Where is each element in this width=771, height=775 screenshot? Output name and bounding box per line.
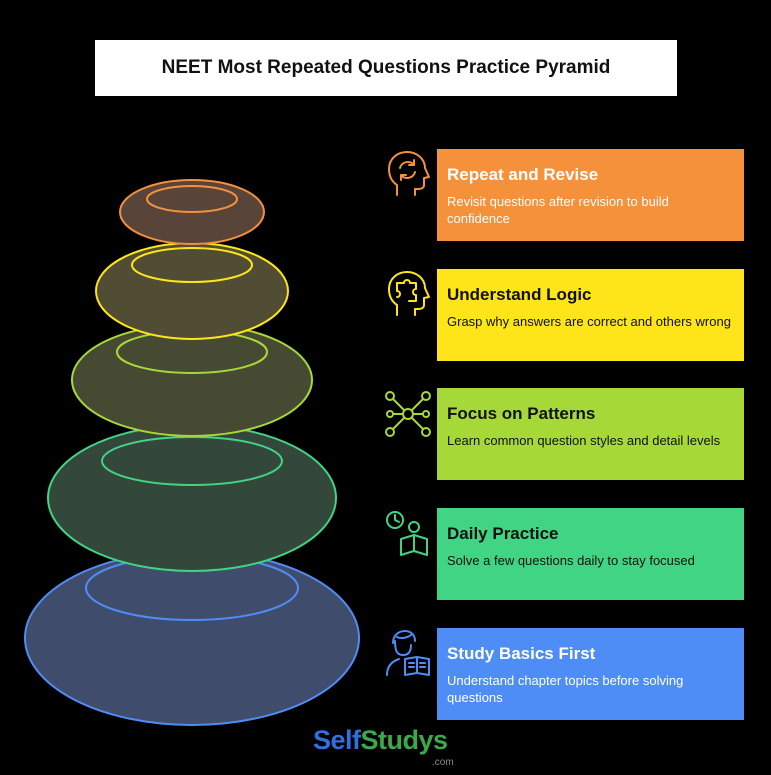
card-repeat-revise: Repeat and Revise Revisit questions afte… xyxy=(437,149,744,241)
card-description: Revisit questions after revision to buil… xyxy=(447,194,669,226)
student-reading-icon xyxy=(386,630,430,676)
network-icon xyxy=(385,391,431,437)
card-daily-practice: Daily Practice Solve a few questions dai… xyxy=(437,508,744,600)
head-puzzle-icon xyxy=(388,271,430,316)
head-cycle-icon xyxy=(388,151,430,196)
ring-study-basics xyxy=(24,550,360,726)
page-title: NEET Most Repeated Questions Practice Py… xyxy=(161,57,611,78)
card-description: Learn common question styles and detail … xyxy=(447,433,721,448)
ring-understand-logic xyxy=(95,242,289,340)
ring-daily-practice xyxy=(47,424,337,572)
card-title: Daily Practice xyxy=(447,524,559,543)
clock-book-icon xyxy=(386,511,428,556)
card-title: Study Basics First xyxy=(447,644,596,663)
card-title: Understand Logic xyxy=(447,285,592,304)
card-description: Solve a few questions daily to stay focu… xyxy=(447,553,695,568)
card-understand-logic: Understand Logic Grasp why answers are c… xyxy=(437,269,744,361)
ring-focus-patterns xyxy=(71,323,313,437)
card-description: Understand chapter topics before solving… xyxy=(447,673,684,705)
selfstudys-logo: SelfStudys xyxy=(313,725,448,756)
title-box: NEET Most Repeated Questions Practice Py… xyxy=(95,40,677,96)
card-title: Focus on Patterns xyxy=(447,404,596,423)
card-study-basics: Study Basics First Understand chapter to… xyxy=(437,628,744,720)
logo-self: Self xyxy=(313,725,361,755)
logo-studys: Studys xyxy=(360,725,449,755)
logo-com: .com xyxy=(432,757,454,768)
card-title: Repeat and Revise xyxy=(447,165,599,184)
card-description: Grasp why answers are correct and others… xyxy=(447,314,731,329)
ring-repeat-revise xyxy=(119,179,265,245)
card-focus-patterns: Focus on Patterns Learn common question … xyxy=(437,388,744,480)
